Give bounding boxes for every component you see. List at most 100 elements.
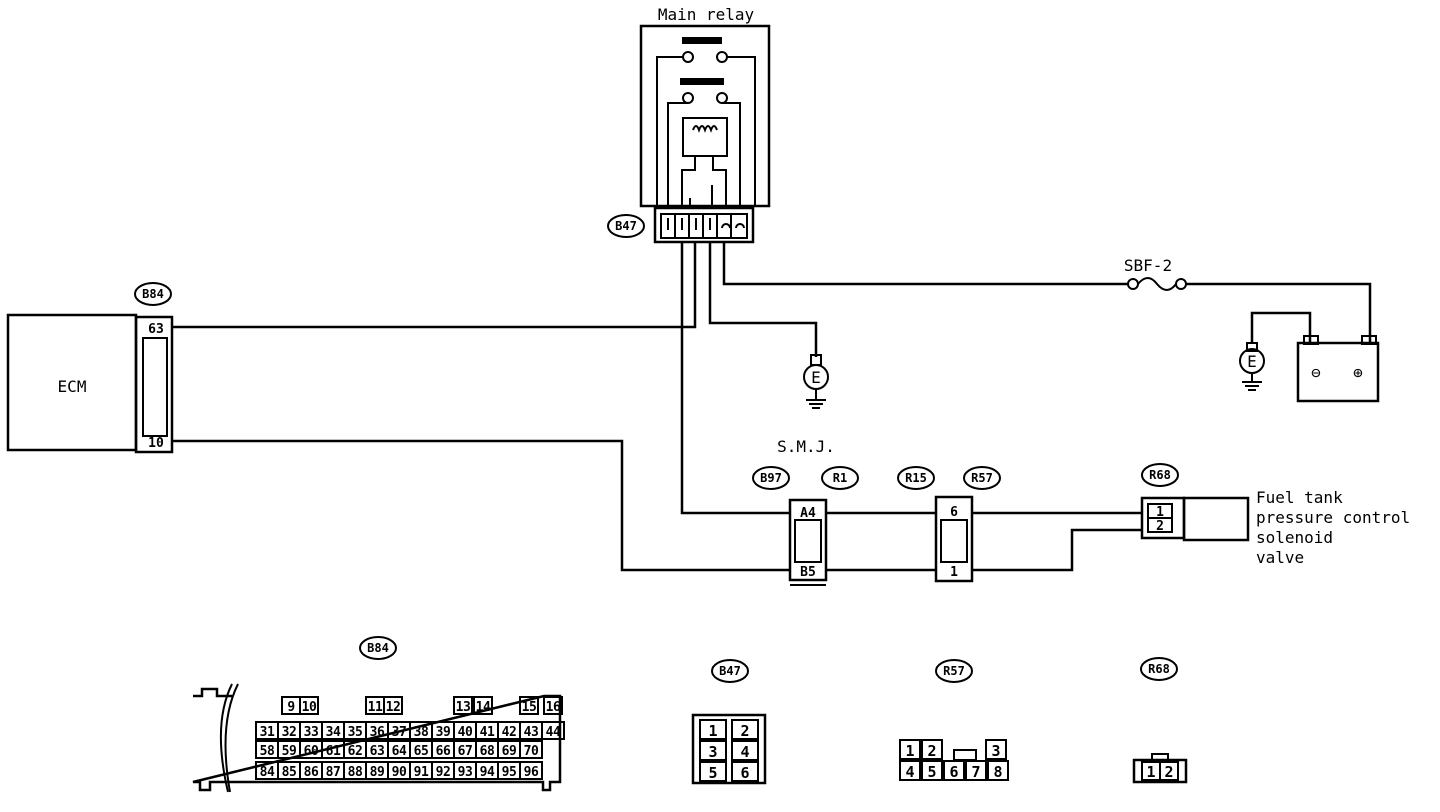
relay-coil [692,125,718,133]
b84-pin-number: 60 [304,744,319,759]
b84-view-tag [359,636,397,660]
r57-pin-number: 8 [993,763,1002,781]
r68-pin-number: 1 [1146,763,1155,781]
solenoid-label-line-4: valve [1256,548,1304,567]
b47-connector-tag [607,214,645,238]
b84-pin-number: 95 [502,765,517,780]
r57-key [953,749,977,761]
main-relay-housing [639,24,771,208]
relay-contact-bar [682,37,722,44]
b47-pin-number: 3 [708,743,717,761]
battery-positive-icon: ⊕ [1353,363,1363,382]
wire-relay-ground [708,242,818,357]
wire-fuse-battery [1186,282,1372,343]
r57-pin-number: 5 [927,763,936,781]
r57-pin-number: 2 [927,742,936,760]
r68-view-id: R68 [1148,662,1170,676]
b84-pin-number: 85 [282,765,297,780]
b84-pin-number: 15 [522,700,537,715]
b84-pin-number: 11 [368,700,383,715]
r68-connector-tag [1141,463,1179,487]
b84-pin-number: 87 [326,765,341,780]
b47-view-tag [711,659,749,683]
b84-connector-id: B84 [142,287,164,301]
r57-pin-cell [899,760,921,781]
r57-pin-number: 4 [905,763,914,781]
r1-connector-id: R1 [833,471,847,485]
b47-pin-number: 5 [708,764,717,782]
relay-coil-box [682,117,728,157]
battery-negative-icon: ⊖ [1311,363,1321,382]
b84-pin-number: 34 [326,725,341,740]
b47-pin-cell [699,719,727,740]
relay-terminal [716,51,728,63]
r57-connector-body [934,495,974,583]
r15-connector-id: R15 [905,471,927,485]
smj-connector-body [788,498,828,582]
ecm-pin-10: 10 [148,436,164,451]
b47-connector-strip [653,206,755,244]
b84-pin-number: 94 [480,765,495,780]
b84-pin-number: 66 [436,744,451,759]
b47-pin-cell [699,740,727,761]
r57-pin-cell [987,760,1009,781]
r57-pin-number: 6 [949,763,958,781]
b84-ecm-connector [134,315,174,454]
r57-pin-cell [985,739,1007,760]
solenoid-valve-icon [1182,496,1250,542]
main-relay: Main relay B47 [607,5,771,244]
wire-battery-ground [1250,311,1312,343]
ground-battery: E [1239,342,1265,391]
b84-pin-cell [519,740,543,759]
b84-pin-number: 65 [414,744,429,759]
b97-connector-tag [752,466,790,490]
r57-pin-number: 7 [971,763,980,781]
b84-pin-cell [299,696,319,715]
b84-pin-number: 42 [502,725,517,740]
main-relay-title: Main relay [658,5,755,24]
r68-pin-number: 2 [1164,763,1173,781]
r57-view-id: R57 [943,664,965,678]
wire-relay-fuse [722,242,1128,286]
b84-pin-number: 33 [304,725,319,740]
r57-connector-id: R57 [971,471,993,485]
smj-pin-a4: A4 [800,506,816,521]
b84-pin-number: 70 [524,744,539,759]
b47-pin-cell [699,761,727,782]
b84-pin-number: 69 [502,744,517,759]
r57-pin-6: 6 [950,505,958,520]
b47-pin-cell [731,719,759,740]
relay-terminal [682,92,694,104]
b47-pin-number: 4 [740,743,749,761]
b84-pin-cell [543,696,563,715]
b84-pin-number: 58 [260,744,275,759]
b84-pin-number: 43 [524,725,539,740]
b47-connector-id: B47 [615,219,637,233]
r57-pin-cell [921,739,943,760]
battery-icon [1296,341,1380,403]
r1-connector-tag [821,466,859,490]
ecm-label: ECM [58,377,87,396]
b84-pin-number: 13 [456,700,471,715]
solenoid-label-line-3: solenoid [1256,528,1333,547]
wiring-harness [172,242,1372,572]
fuse-label: SBF-2 [1124,256,1172,275]
fuse-sbf2: SBF-2 [1124,256,1187,291]
b84-connector-tag [134,282,172,306]
b84-pin-number: 12 [386,700,401,715]
b84-pin-number: 32 [282,725,297,740]
b84-pin-number: 62 [348,744,363,759]
b84-pin-cell [453,696,473,715]
b84-pin-number: 38 [414,725,429,740]
r68-view-tag [1140,657,1178,681]
r68-connector-id: R68 [1149,468,1171,482]
relay-contact-bar [680,78,724,85]
b84-pin-cell [519,696,539,715]
b47-connector-housing [691,713,767,785]
b84-pin-number: 31 [260,725,275,740]
